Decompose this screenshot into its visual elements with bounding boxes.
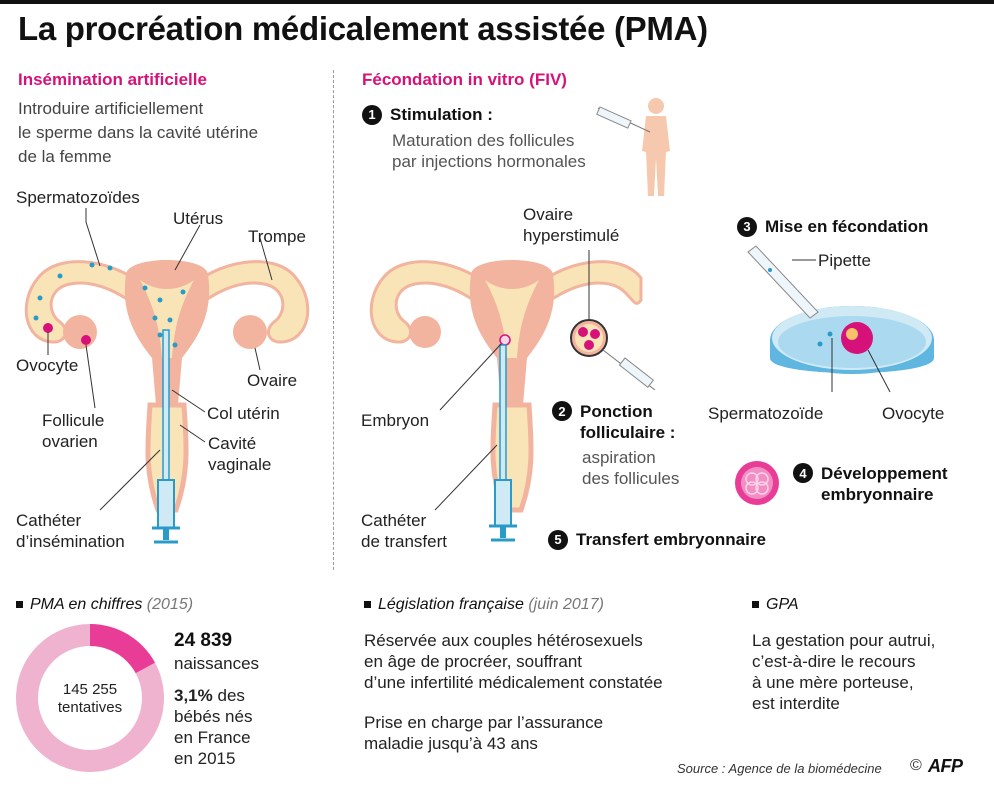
fiv-heading: Fécondation in vitro (FIV) <box>362 70 567 89</box>
gpa-text: La gestation pour autrui,c’est-à-dire le… <box>752 631 936 713</box>
label-trompe: Trompe <box>248 227 306 246</box>
step-1: 1 Stimulation : <box>362 104 493 125</box>
embryo-icon <box>735 461 779 505</box>
donut-center-value: 145 255 <box>63 681 117 698</box>
injection-syringe-icon <box>596 106 651 133</box>
births-value: 24 839 <box>174 630 233 651</box>
label-spermatozoide: Spermatozoïde <box>708 404 824 423</box>
gpa-heading: GPA <box>752 596 799 614</box>
fallopian-tube-right <box>183 260 310 344</box>
follicle-icon <box>81 335 91 345</box>
fiv-uterus-illustration <box>369 260 643 542</box>
births-label: naissances <box>174 654 260 673</box>
petri-dish-illustration <box>747 245 934 393</box>
step-number-badge: 1 <box>362 104 382 125</box>
label-spermatozoides: Spermatozoïdes <box>16 188 140 207</box>
description-line: le sperme dans la cavité utérine <box>18 123 259 142</box>
description-line: Introduire artificiellement <box>18 99 204 118</box>
fallopian-tube-left <box>24 260 152 344</box>
hyperstimulated-ovary <box>570 250 656 390</box>
label-col-uterin: Col utérin <box>207 404 280 423</box>
insemination-illustration <box>24 208 310 544</box>
step-title: Transfert embryonnaire <box>576 530 766 549</box>
embryon-icon <box>499 334 511 346</box>
sperm-icons <box>33 262 186 348</box>
source-note: Source : Agence de la biomédecine <box>677 761 882 776</box>
sperm-dish-icon <box>817 331 833 347</box>
donut-center-label: tentatives <box>58 699 122 716</box>
oocyte-icon <box>43 323 53 333</box>
step-number-badge: 5 <box>548 529 568 550</box>
syringe-body <box>157 479 175 529</box>
stats-heading: PMA en chiffres (2015) <box>16 596 193 614</box>
step-number-badge: 3 <box>737 216 757 237</box>
share-text: 3,1% des bébés nés en France en 2015 <box>174 686 253 768</box>
woman-silhouette-icon <box>596 98 670 196</box>
label-ovocyte-fiv: Ovocyte <box>882 404 945 423</box>
column-divider <box>333 70 334 570</box>
label-ovocyte: Ovocyte <box>16 356 79 375</box>
step-title: Mise en fécondation <box>765 217 929 236</box>
label-ovaire: Ovaire <box>247 371 298 390</box>
top-rule <box>0 0 994 4</box>
step-title: Stimulation : <box>390 105 493 124</box>
puncture-needle-icon <box>602 349 656 390</box>
step-number-badge: 2 <box>552 401 572 421</box>
pipette-icon <box>747 245 819 319</box>
afp-logo: AFP <box>928 756 963 776</box>
step-5: 5 Transfert embryonnaire <box>548 529 766 550</box>
label-pipette: Pipette <box>818 251 871 270</box>
ovary-left <box>63 315 97 349</box>
label-uterus: Utérus <box>173 209 224 228</box>
catheter-tube <box>162 329 170 491</box>
oocyte-dish-icon <box>841 322 873 354</box>
label-embryon: Embryon <box>361 411 430 430</box>
description-line: de la femme <box>18 147 112 166</box>
ovary-right <box>233 315 267 349</box>
step-3: 3 Mise en fécondation <box>737 216 928 237</box>
legislation-heading: Législation française (juin 2017) <box>364 596 604 614</box>
page-title: La procréation médicalement assistée (PM… <box>18 10 708 47</box>
insemination-heading: Insémination artificielle <box>18 70 207 89</box>
copyright-symbol: © <box>910 757 922 774</box>
step-number-badge: 4 <box>793 463 813 483</box>
insemination-description: Introduire artificiellement le sperme da… <box>18 97 258 169</box>
births-donut-chart: 145 255 tentatives <box>15 624 164 772</box>
